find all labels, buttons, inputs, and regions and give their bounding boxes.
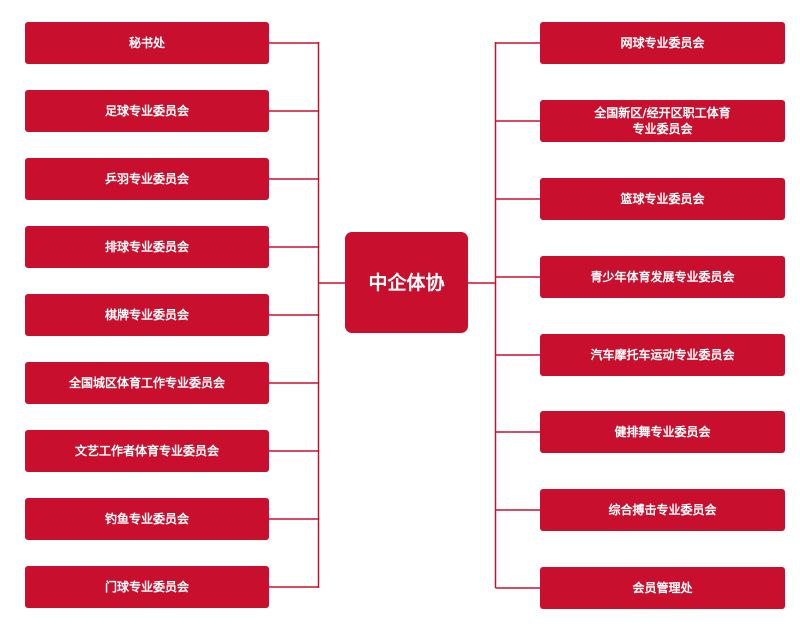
left-node-chess-cards: 棋牌专业委员会: [25, 294, 269, 336]
right-node-label: 会员管理处: [632, 581, 693, 595]
left-node-football: 足球专业委员会: [25, 90, 269, 132]
left-node-fishing: 钓鱼专业委员会: [25, 498, 269, 540]
right-node-label: 健排舞专业委员会: [614, 425, 711, 439]
left-node-volleyball: 排球专业委员会: [25, 226, 269, 268]
right-node-label: 网球专业委员会: [620, 36, 705, 50]
center-node-zhongqitixie: 中企体协: [345, 232, 468, 333]
right-node-fitness-dance: 健排舞专业委员会: [540, 411, 785, 453]
right-node-tennis: 网球专业委员会: [540, 22, 785, 64]
right-node-motor-sports: 汽车摩托车运动专业委员会: [540, 334, 785, 376]
left-node-label: 足球专业委员会: [104, 104, 189, 118]
right-node-label: 篮球专业委员会: [620, 192, 705, 206]
left-node-artists-sports: 文艺工作者体育专业委员会: [25, 430, 269, 472]
right-node-youth-sports: 青少年体育发展专业委员会: [540, 256, 785, 298]
left-node-table-tennis-badminton: 乒羽专业委员会: [25, 158, 269, 200]
left-node-label: 门球专业委员会: [104, 580, 189, 594]
left-node-label: 全国城区体育工作专业委员会: [68, 376, 225, 390]
left-node-label: 秘书处: [128, 36, 165, 50]
center-node-label: 中企体协: [368, 271, 445, 294]
left-node-label: 文艺工作者体育专业委员会: [74, 444, 219, 458]
right-node-basketball: 篮球专业委员会: [540, 178, 785, 220]
left-node-label: 钓鱼专业委员会: [104, 512, 189, 526]
right-node-label: 综合搏击专业委员会: [608, 503, 717, 517]
right-node-label: 全国新区/经开区职工体育 专业委员会: [594, 106, 731, 136]
right-node-new-district-employee-sports: 全国新区/经开区职工体育 专业委员会: [540, 100, 785, 142]
left-node-label: 棋牌专业委员会: [104, 308, 189, 322]
right-node-label: 青少年体育发展专业委员会: [590, 270, 735, 284]
right-node-membership-office: 会员管理处: [540, 567, 785, 609]
right-branch-connectors: [495, 42, 540, 589]
left-branch-connectors: [269, 42, 319, 588]
right-node-label: 汽车摩托车运动专业委员会: [590, 348, 735, 362]
left-node-label: 乒羽专业委员会: [104, 172, 189, 186]
left-node-secretariat: 秘书处: [25, 22, 269, 64]
left-node-label: 排球专业委员会: [104, 240, 189, 254]
left-node-urban-district-sports: 全国城区体育工作专业委员会: [25, 362, 269, 404]
right-node-combat-sports: 综合搏击专业委员会: [540, 489, 785, 531]
left-node-gateball: 门球专业委员会: [25, 566, 269, 608]
